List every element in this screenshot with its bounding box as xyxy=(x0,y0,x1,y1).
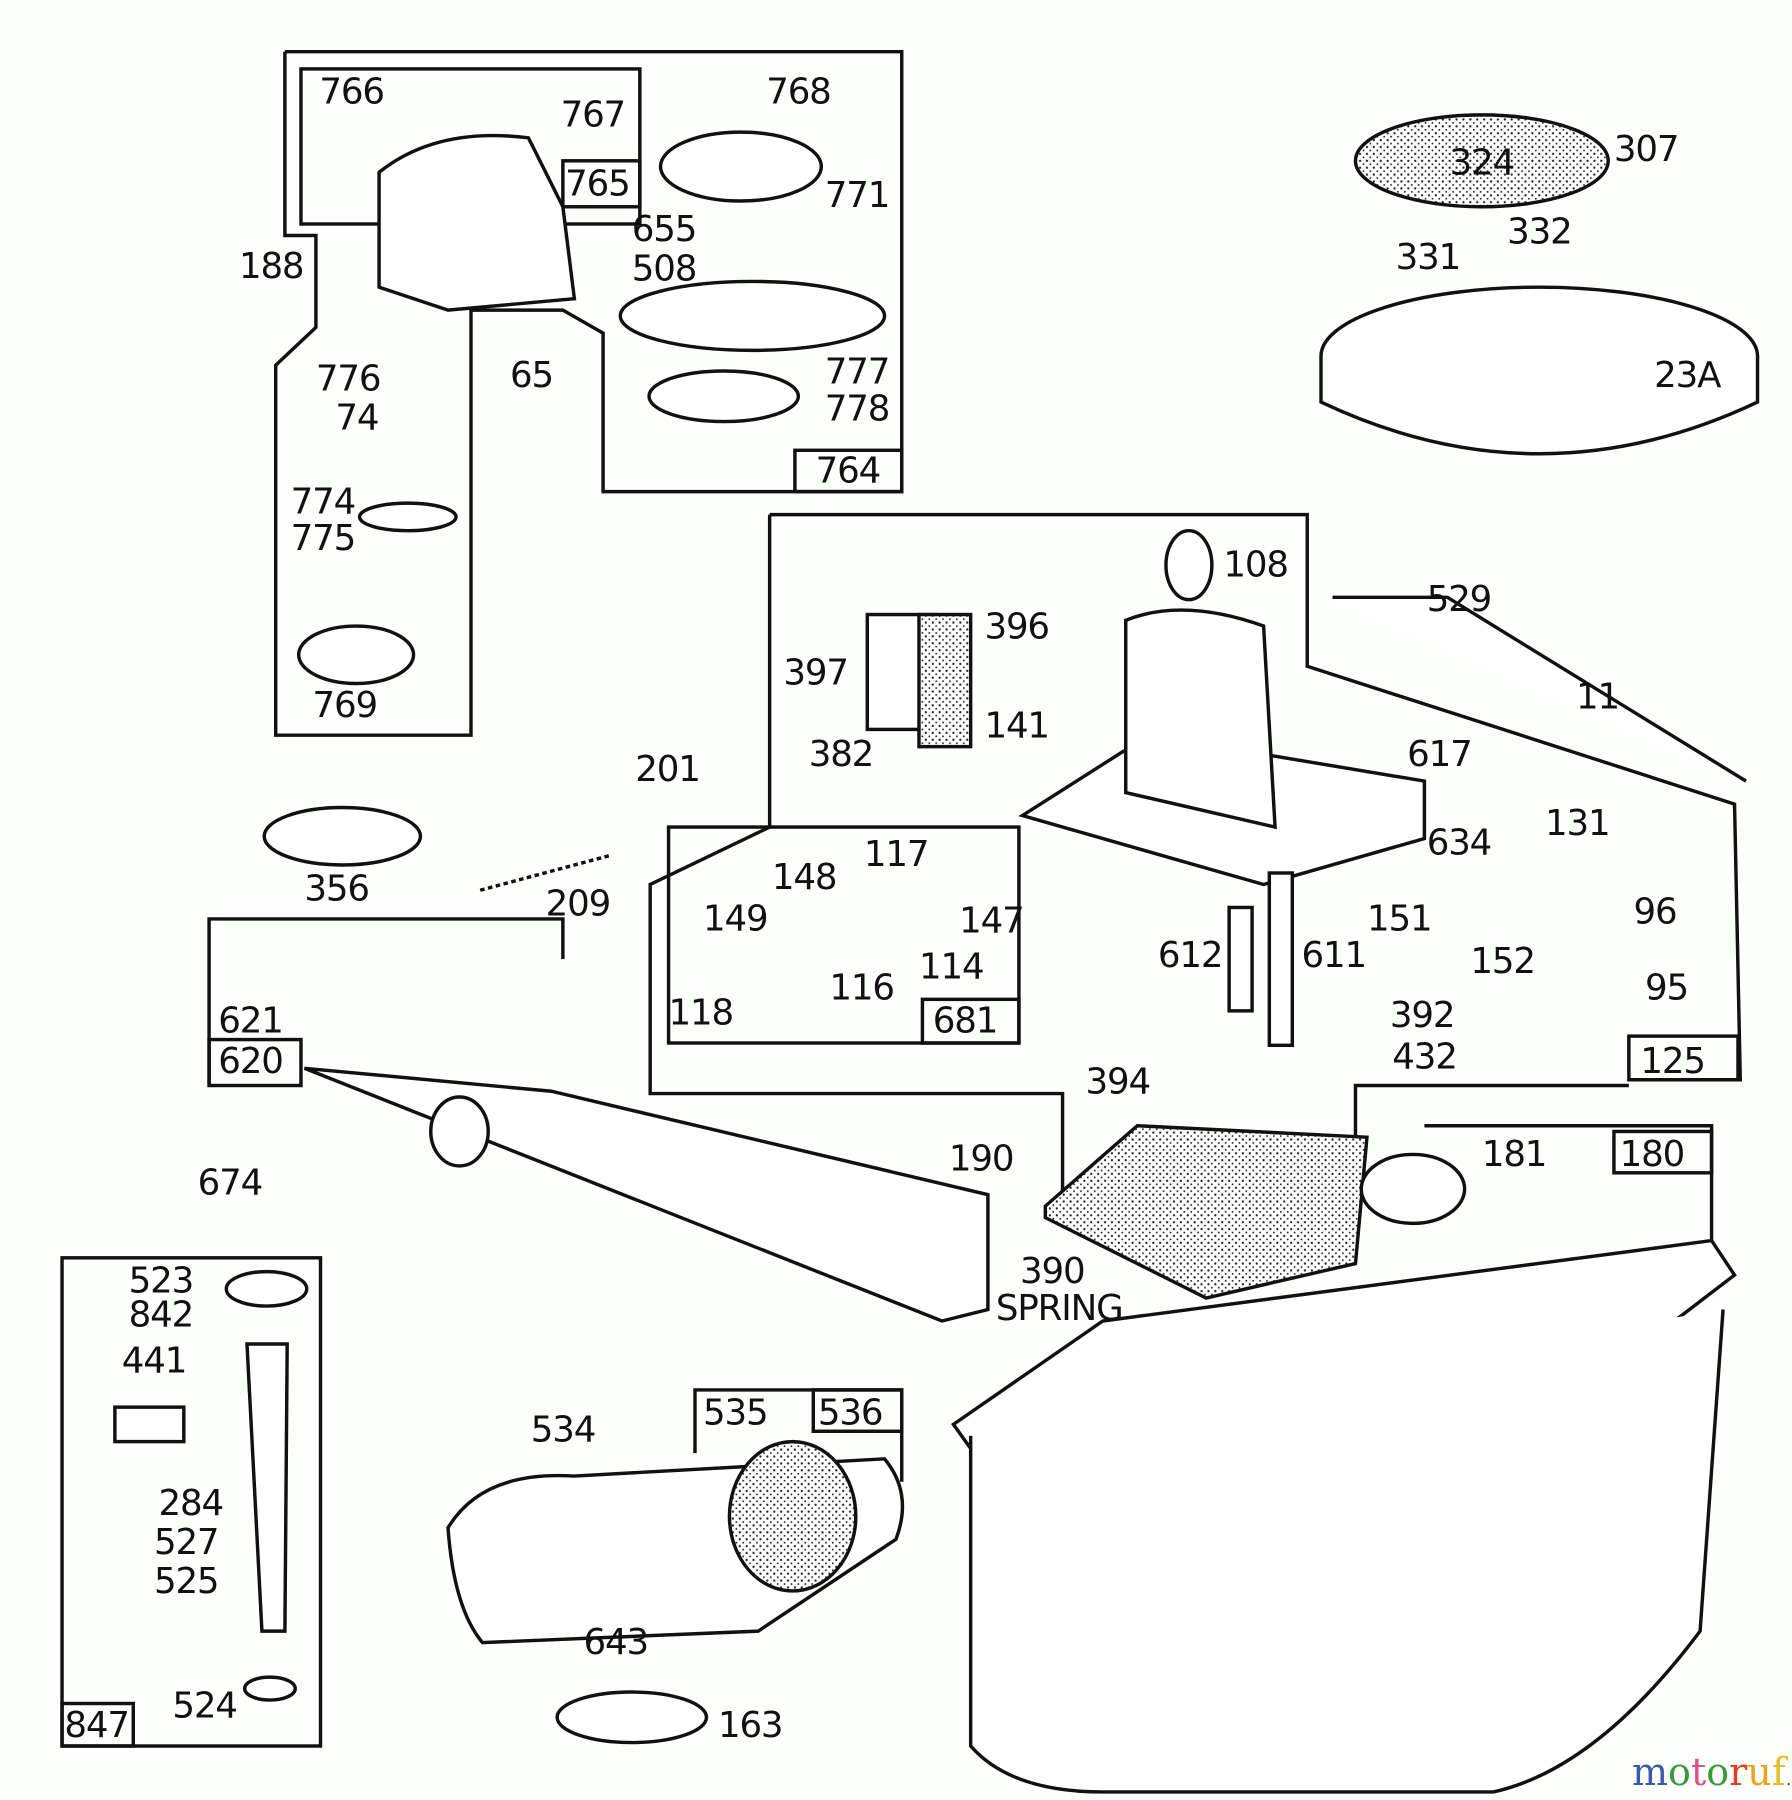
part-label-536: 536 xyxy=(818,1392,882,1433)
part-label-11: 11 xyxy=(1576,677,1619,718)
part-label-778: 778 xyxy=(825,388,889,429)
part-label-529: 529 xyxy=(1427,579,1492,620)
part-label-332: 332 xyxy=(1507,212,1572,253)
group-outlines xyxy=(60,49,1743,1748)
part-label-775: 775 xyxy=(291,518,356,559)
part-label-534: 534 xyxy=(531,1410,596,1451)
part-label-spring: SPRING xyxy=(996,1288,1123,1329)
part-label-771: 771 xyxy=(825,175,889,216)
part-label-180: 180 xyxy=(1620,1134,1685,1175)
part-label-523: 523 xyxy=(129,1260,194,1301)
part-label-774: 774 xyxy=(291,481,356,522)
part-label-765: 765 xyxy=(565,163,630,204)
part-label-382: 382 xyxy=(809,734,874,775)
part-label-307: 307 xyxy=(1614,129,1679,170)
part-label-621: 621 xyxy=(218,1001,283,1042)
part-label-394: 394 xyxy=(1086,1062,1151,1103)
part-label-147: 147 xyxy=(959,901,1024,942)
part-label-764: 764 xyxy=(816,450,881,491)
part-label-674: 674 xyxy=(198,1163,263,1204)
part-label-190: 190 xyxy=(949,1139,1013,1180)
part-label-108: 108 xyxy=(1223,545,1288,586)
part-label-392: 392 xyxy=(1390,995,1455,1036)
part-label-331: 331 xyxy=(1396,237,1461,278)
part-label-148: 148 xyxy=(772,857,837,898)
part-label-65: 65 xyxy=(510,355,553,396)
part-label-612: 612 xyxy=(1158,935,1223,976)
part-label-117: 117 xyxy=(864,834,928,875)
part-label-611: 611 xyxy=(1301,935,1366,976)
part-label-149: 149 xyxy=(703,898,768,939)
part-label-118: 118 xyxy=(669,993,734,1034)
part-label-767: 767 xyxy=(561,94,625,135)
part-label-131: 131 xyxy=(1545,803,1610,844)
part-label-769: 769 xyxy=(312,685,377,726)
part-label-141: 141 xyxy=(984,705,1048,746)
part-label-643: 643 xyxy=(584,1622,649,1663)
part-label-23a: 23A xyxy=(1654,355,1722,396)
part-label-151: 151 xyxy=(1367,898,1432,939)
part-label-324: 324 xyxy=(1450,143,1515,184)
part-label-96: 96 xyxy=(1633,892,1676,933)
part-label-634: 634 xyxy=(1427,823,1492,864)
part-label-152: 152 xyxy=(1470,941,1535,982)
part-label-95: 95 xyxy=(1645,967,1688,1008)
part-label-390: 390 xyxy=(1020,1251,1085,1292)
part-label-777: 777 xyxy=(825,352,889,393)
part-label-842: 842 xyxy=(129,1295,194,1336)
part-label-508: 508 xyxy=(632,248,697,289)
part-label-766: 766 xyxy=(319,71,384,112)
part-label-525: 525 xyxy=(154,1561,219,1602)
part-label-655: 655 xyxy=(632,209,697,250)
part-label-617: 617 xyxy=(1407,734,1472,775)
part-label-620: 620 xyxy=(218,1041,283,1082)
part-label-356: 356 xyxy=(304,869,369,910)
watermark-logo: motoruf.de xyxy=(1632,1750,1792,1794)
part-label-768: 768 xyxy=(766,71,831,112)
part-label-116: 116 xyxy=(829,967,893,1008)
part-label-74: 74 xyxy=(335,398,378,439)
part-label-535: 535 xyxy=(703,1392,768,1433)
part-label-209: 209 xyxy=(546,884,611,925)
part-label-524: 524 xyxy=(172,1685,237,1726)
part-label-441: 441 xyxy=(122,1341,187,1382)
part-label-681: 681 xyxy=(933,1001,998,1042)
part-label-776: 776 xyxy=(316,359,381,400)
part-label-397: 397 xyxy=(783,653,847,694)
part-label-284: 284 xyxy=(159,1483,224,1524)
part-label-432: 432 xyxy=(1392,1036,1457,1077)
part-label-847: 847 xyxy=(64,1705,128,1746)
part-label-114: 114 xyxy=(919,947,984,988)
part-label-396: 396 xyxy=(984,607,1048,648)
part-label-527: 527 xyxy=(154,1522,219,1563)
part-label-201: 201 xyxy=(635,749,700,790)
part-drawings xyxy=(113,113,1760,1794)
part-label-125: 125 xyxy=(1640,1041,1705,1082)
part-label-181: 181 xyxy=(1482,1134,1547,1175)
part-label-188: 188 xyxy=(239,246,304,287)
part-label-163: 163 xyxy=(718,1705,783,1746)
